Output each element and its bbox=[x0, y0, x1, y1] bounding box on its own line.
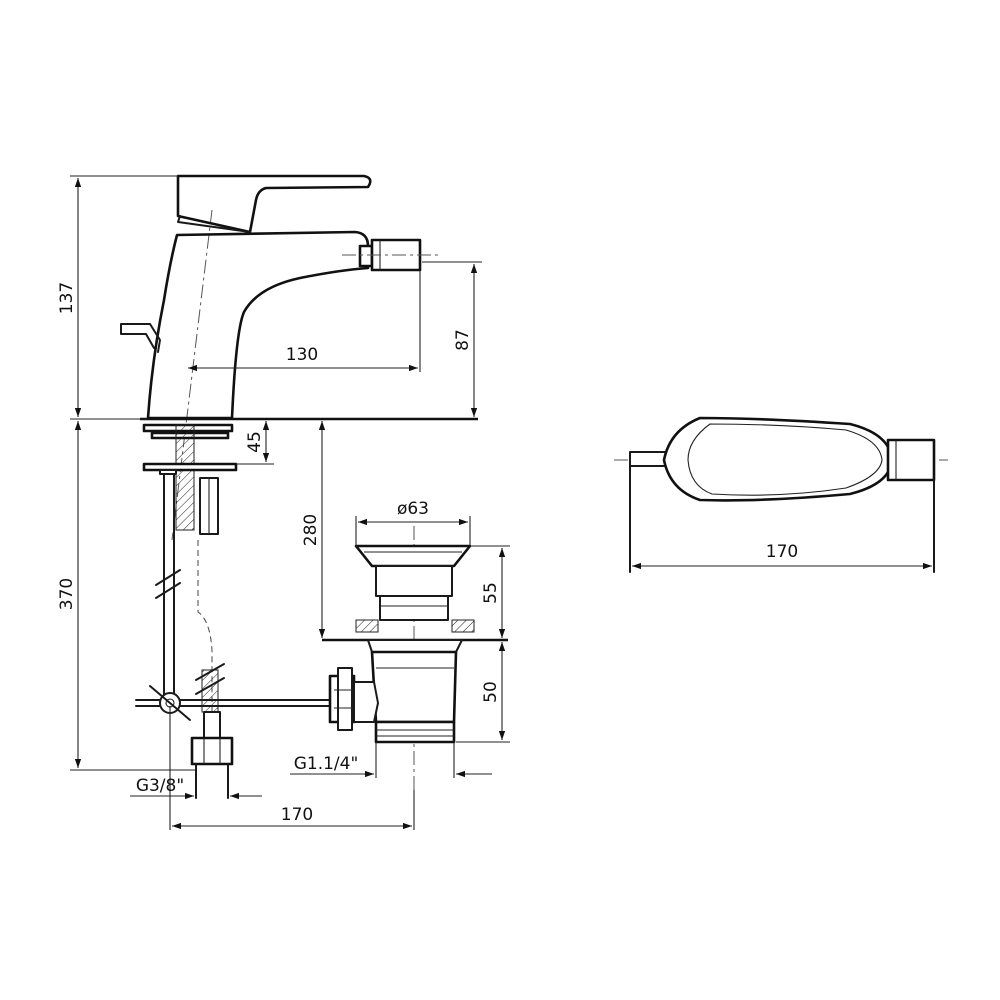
waste-drain bbox=[322, 526, 508, 790]
lever-handle bbox=[176, 174, 372, 234]
dim-total-height: 137 bbox=[57, 282, 77, 314]
dim-drain-depth: 280 bbox=[301, 514, 321, 546]
mixer-body bbox=[146, 230, 370, 420]
flex-hose bbox=[197, 540, 213, 712]
dim-bottom-width: 170 bbox=[281, 805, 313, 825]
pull-rod-link bbox=[135, 685, 331, 721]
dim-supply-thread: G3/8" bbox=[136, 776, 184, 796]
drain-side-port bbox=[328, 667, 379, 731]
supply-connector bbox=[190, 711, 234, 799]
plan-nozzle bbox=[886, 438, 936, 482]
plan-view bbox=[614, 416, 948, 573]
drain-flange bbox=[354, 544, 472, 568]
pop-up-rod bbox=[120, 323, 161, 353]
drain-body bbox=[370, 650, 458, 724]
dim-drain-upper: 55 bbox=[481, 582, 501, 604]
dimension-lines: 137 87 130 45 280 370 ø63 55 50 G1.1/4" … bbox=[57, 175, 932, 830]
dim-below-counter: 370 bbox=[57, 578, 77, 610]
plan-pop-up-knob bbox=[629, 451, 667, 467]
fixing-assembly bbox=[142, 423, 238, 705]
dim-drain-lower: 50 bbox=[481, 681, 501, 703]
dim-spout-reach: 130 bbox=[286, 345, 318, 365]
dim-drain-thread: G1.1/4" bbox=[294, 754, 359, 774]
dim-plan-length: 170 bbox=[766, 542, 798, 562]
dim-shank-length: 45 bbox=[245, 431, 265, 453]
plan-body bbox=[662, 416, 894, 502]
mixer-side-view bbox=[120, 174, 478, 799]
spout-nozzle bbox=[342, 238, 440, 272]
dim-outlet-height: 87 bbox=[453, 329, 473, 351]
dim-drain-diameter: ø63 bbox=[397, 499, 429, 519]
